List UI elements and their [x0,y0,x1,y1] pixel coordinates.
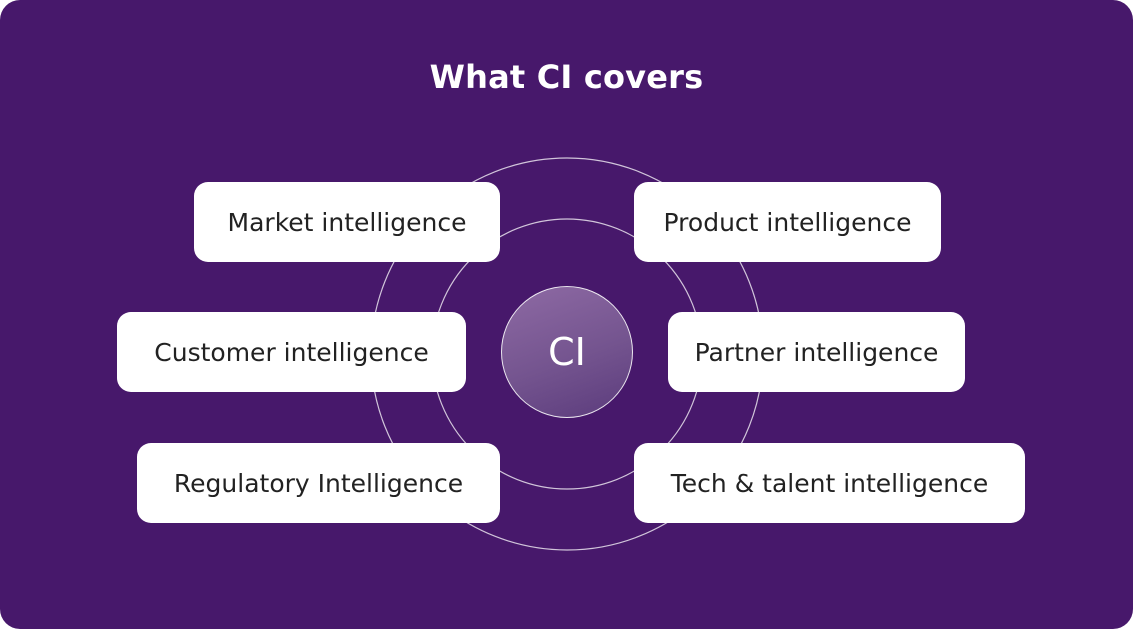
area-product-intelligence: Product intelligence [634,182,941,262]
area-customer-intelligence: Customer intelligence [117,312,466,392]
area-tech-talent-intelligence: Tech & talent intelligence [634,443,1025,523]
area-regulatory-intelligence: Regulatory Intelligence [137,443,500,523]
ci-center-circle: CI [501,286,633,418]
diagram-title: What CI covers [429,58,704,96]
area-market-intelligence: Market intelligence [194,182,500,262]
area-partner-intelligence: Partner intelligence [668,312,965,392]
